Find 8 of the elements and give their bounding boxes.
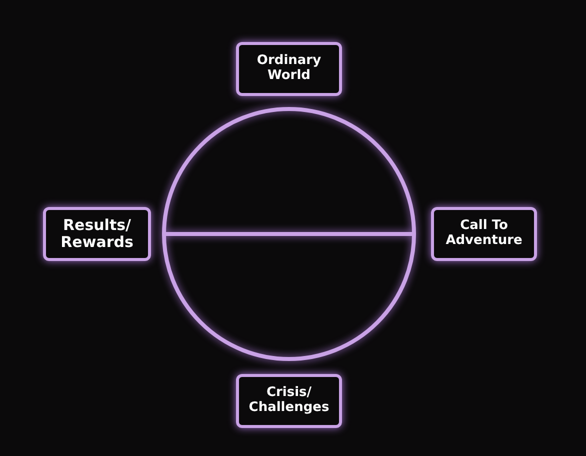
stage-label: Ordinary World: [256, 54, 322, 84]
stage-box: [431, 207, 537, 261]
stage-label: Results/ Rewards: [60, 216, 134, 252]
stage-box: [43, 207, 151, 261]
stage-label: Call To Adventure: [444, 219, 524, 249]
stage-label: Crisis/ Challenges: [248, 386, 330, 416]
stage-box: [236, 42, 342, 96]
stage-box: [236, 374, 342, 428]
